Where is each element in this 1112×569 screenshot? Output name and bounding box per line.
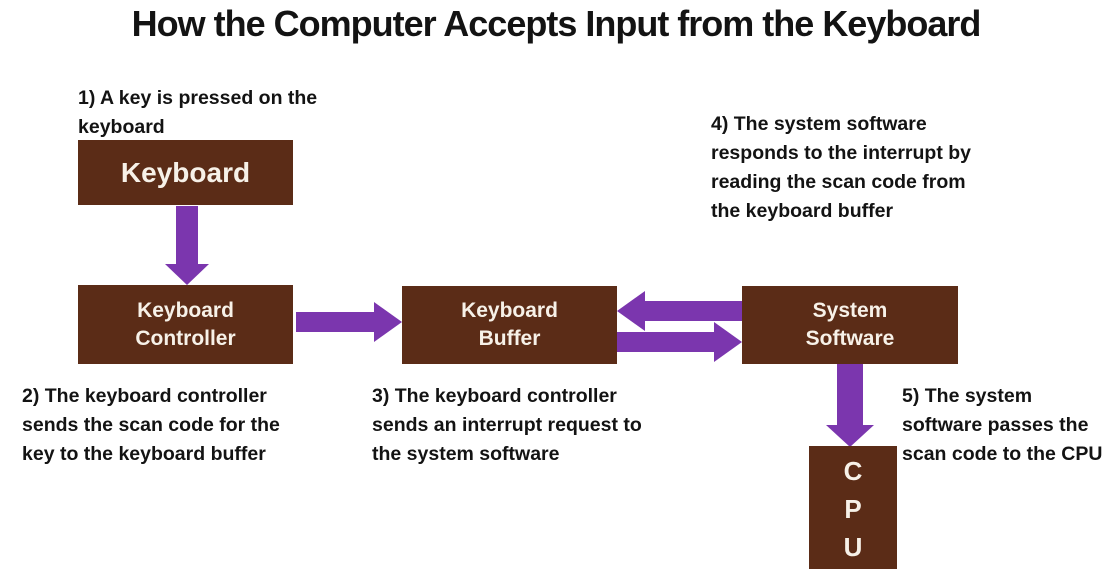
annotation-line: 2) The keyboard controller	[22, 385, 267, 407]
annotation-step-4: 4) The system software responds to the i…	[711, 110, 971, 226]
node-label: U	[843, 532, 863, 562]
node-keyboard-buffer: Keyboard Buffer	[402, 286, 617, 364]
node-cpu: C P U	[809, 446, 897, 569]
node-system-software: System Software	[742, 286, 958, 364]
node-label: Keyboard	[120, 156, 251, 188]
annotation-line: 5) The system	[902, 385, 1033, 407]
arrow-keyboard-to-controller-icon	[165, 206, 209, 285]
annotation-line: key to the keyboard buffer	[22, 443, 266, 465]
annotation-line: responds to the interrupt by	[711, 142, 972, 164]
annotation-line: 4) The system software	[711, 113, 927, 135]
arrow-buffer-to-software-icon	[617, 322, 742, 362]
node-keyboard: Keyboard	[78, 140, 293, 205]
arrow-controller-to-buffer-icon	[296, 302, 402, 342]
annotation-line: reading the scan code from	[711, 171, 966, 193]
annotation-step-3: 3) The keyboard controller sends an inte…	[372, 382, 642, 469]
annotation-line: the keyboard buffer	[711, 200, 894, 222]
annotation-line: 3) The keyboard controller	[372, 385, 617, 407]
annotation-line: sends the scan code for the	[22, 414, 280, 436]
node-label: Keyboard	[461, 299, 558, 322]
node-label: C	[843, 456, 863, 486]
arrow-software-to-cpu-icon	[826, 364, 874, 447]
arrow-software-to-buffer-icon	[617, 291, 742, 331]
annotation-line: keyboard	[78, 116, 165, 138]
annotation-line: software passes the	[902, 414, 1089, 436]
node-label: Controller	[135, 326, 236, 350]
annotation-line: 1) A key is pressed on the	[78, 87, 318, 109]
node-label: System	[812, 299, 888, 322]
annotation-step-1: 1) A key is pressed on the keyboard	[78, 84, 317, 142]
node-label: P	[844, 494, 862, 524]
annotation-line: sends an interrupt request to	[372, 414, 642, 436]
annotation-step-2: 2) The keyboard controller sends the sca…	[22, 382, 280, 469]
node-keyboard-controller: Keyboard Controller	[78, 285, 293, 364]
annotation-line: the system software	[372, 443, 560, 465]
node-label: Software	[805, 327, 895, 350]
annotation-line: scan code to the CPU	[902, 443, 1103, 465]
node-label: Buffer	[478, 327, 541, 350]
node-label: Keyboard	[137, 298, 234, 322]
annotation-step-5: 5) The system software passes the scan c…	[902, 382, 1102, 469]
diagram-title: How the Computer Accepts Input from the …	[131, 3, 982, 44]
